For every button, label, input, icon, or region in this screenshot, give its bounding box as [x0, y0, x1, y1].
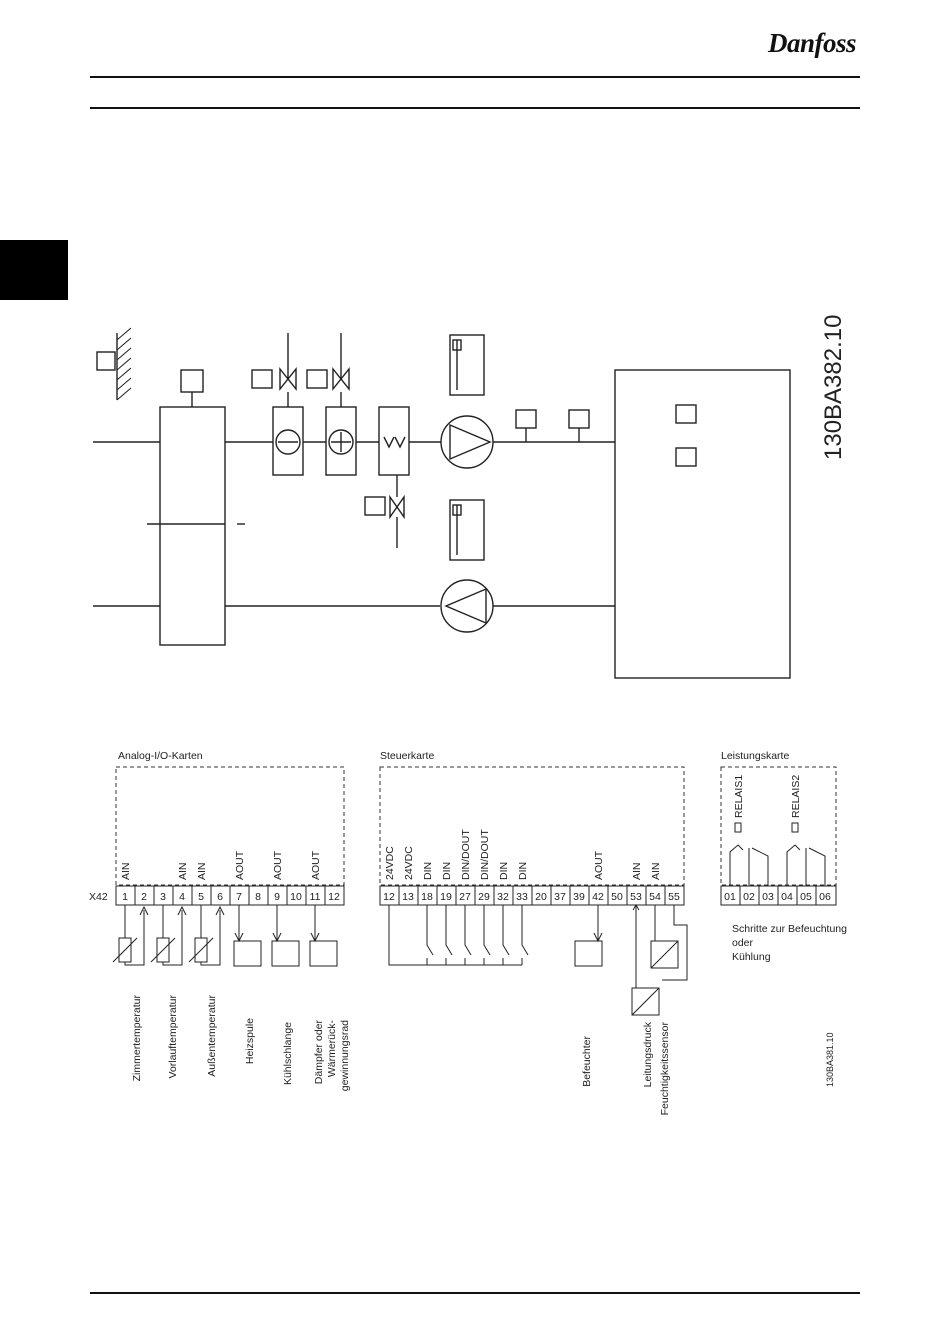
terminal: 7: [236, 891, 242, 903]
signal-label: DIN: [498, 862, 510, 880]
signal-label: AOUT: [272, 850, 284, 880]
terminal: 42: [592, 891, 604, 903]
signal-label: DIN/DOUT: [479, 829, 491, 880]
relay-label: RELAIS2: [790, 775, 802, 818]
power-note-line: oder: [732, 937, 754, 949]
terminal: 8: [255, 891, 261, 903]
terminal: 03: [762, 891, 774, 903]
relay-contacts: [729, 822, 826, 886]
terminal: 10: [290, 891, 302, 903]
group-label-control: Steuerkarte: [380, 750, 434, 762]
footer-rule: [90, 1292, 860, 1294]
signal-label: DIN: [517, 862, 529, 880]
terminal: 27: [459, 891, 471, 903]
signal-label: DIN: [422, 862, 434, 880]
terminal-strip-power: [720, 885, 837, 906]
terminal: 13: [402, 891, 414, 903]
device-label: Befeuchter: [581, 1036, 593, 1087]
terminal: 54: [649, 891, 661, 903]
device-label: Außentemperatur: [206, 995, 218, 1077]
terminal: 01: [724, 891, 736, 903]
signal-label: AIN: [631, 862, 643, 880]
device-label: Feuchtigkeitssensor: [659, 1022, 671, 1116]
terminal: 33: [516, 891, 528, 903]
device-label: Zimmertemperatur: [131, 995, 143, 1082]
terminal: 39: [573, 891, 585, 903]
terminal: 9: [274, 891, 280, 903]
device-label: Heizspule: [244, 1018, 256, 1064]
terminal-numbers-power: 01 02 03 04 05 06: [724, 891, 831, 903]
group-boxes: [115, 766, 837, 886]
terminal: 29: [478, 891, 490, 903]
terminal: 11: [310, 891, 321, 903]
signal-label: AOUT: [310, 850, 322, 880]
terminal-strip-control: [379, 885, 685, 906]
terminal: 19: [440, 891, 452, 903]
analog-wiring: [112, 905, 338, 967]
signal-label: AIN: [120, 862, 132, 880]
power-note-line: Schritte zur Befeuchtung: [732, 923, 847, 935]
power-note-line: Kühlung: [732, 951, 771, 963]
document-id-small: 130BA381.10: [825, 1032, 835, 1087]
group-label-analog: Analog-I/O-Karten: [118, 750, 203, 762]
terminal: 18: [421, 891, 433, 903]
control-signal-labels: 24VDC 24VDC DIN DIN DIN/DOUT DIN/DOUT DI…: [384, 829, 662, 880]
terminal: 12: [328, 891, 340, 903]
signal-label: DIN/DOUT: [460, 829, 472, 880]
terminal: 02: [743, 891, 755, 903]
terminal: 06: [819, 891, 831, 903]
terminal-numbers-control: 12 13 18 19 27 29 32 33 20 37 39 42 50 5…: [383, 891, 680, 903]
terminal: 55: [668, 891, 680, 903]
device-label: gewinnungsrad: [339, 1020, 351, 1091]
signal-label: AOUT: [593, 850, 605, 880]
terminal: 50: [611, 891, 623, 903]
device-label: Leitungsdruck: [642, 1021, 654, 1087]
device-labels: Zimmertemperatur Vorlauftemperatur Außen…: [131, 995, 671, 1116]
terminal: 2: [141, 891, 147, 903]
signal-label: 24VDC: [403, 846, 415, 880]
terminal: 6: [217, 891, 223, 903]
signal-label: AIN: [650, 862, 662, 880]
signal-label: 24VDC: [384, 846, 396, 880]
terminal: 5: [198, 891, 204, 903]
relay-label: RELAIS1: [733, 775, 745, 818]
header-rule-top: [90, 76, 860, 78]
relay-labels: RELAIS1 RELAIS2: [733, 775, 802, 818]
device-label: Dämpfer oder: [313, 1020, 325, 1085]
signal-label: DIN: [441, 862, 453, 880]
terminal: 12: [383, 891, 395, 903]
header-rule-bottom: [90, 107, 860, 109]
danfoss-logo: Danfoss: [768, 28, 857, 58]
terminal: 1: [122, 891, 128, 903]
analog-signal-labels: AIN AIN AIN AOUT AOUT AOUT: [120, 850, 322, 880]
system-schematic: [93, 327, 791, 679]
signal-label: AIN: [177, 862, 189, 880]
connector-label: X42: [89, 891, 108, 903]
terminal: 04: [781, 891, 793, 903]
terminal-numbers-analog: 1 2 3 4 5 6 7 8 9 10 11 12: [122, 891, 340, 903]
chapter-tab: [0, 240, 68, 300]
terminal-strip-analog: [115, 885, 345, 906]
terminal: 37: [554, 891, 566, 903]
terminal: 32: [497, 891, 509, 903]
terminal: 20: [535, 891, 547, 903]
control-wiring: [388, 904, 688, 1016]
terminal: 3: [160, 891, 166, 903]
signal-label: AOUT: [234, 850, 246, 880]
device-label: Kühlschlange: [282, 1022, 294, 1085]
group-label-power: Leistungskarte: [721, 750, 789, 762]
signal-label: AIN: [196, 862, 208, 880]
terminal: 05: [800, 891, 812, 903]
device-label: Wärmerück-: [326, 1020, 338, 1078]
terminal: 53: [630, 891, 642, 903]
device-label: Vorlauftemperatur: [167, 995, 179, 1079]
terminal: 4: [179, 891, 185, 903]
